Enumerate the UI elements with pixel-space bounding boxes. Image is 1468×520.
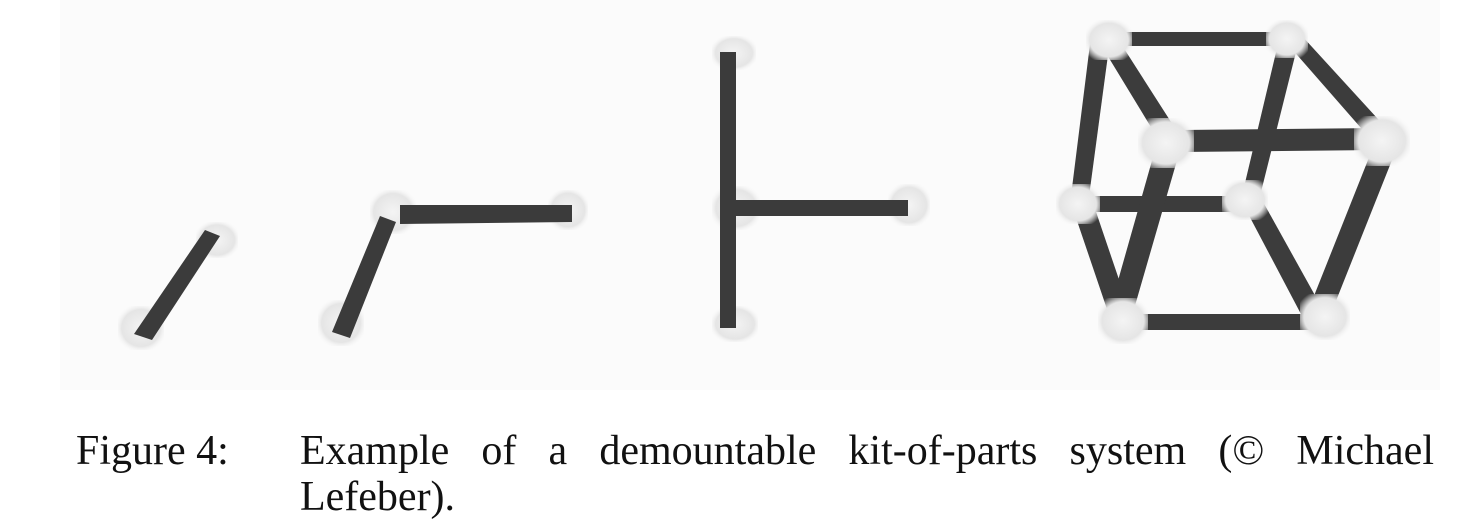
panel-t-joint	[712, 36, 930, 342]
panel-single-beam	[118, 222, 238, 350]
beam	[1108, 32, 1298, 46]
node-connector	[1300, 294, 1350, 340]
beam	[1284, 36, 1388, 136]
panel-cube-frame	[1056, 20, 1410, 344]
beam	[332, 216, 396, 338]
beam	[1070, 40, 1110, 204]
figure-caption-text: Example of a demountable kit-of-parts sy…	[300, 428, 1434, 520]
node-connector	[1222, 180, 1268, 220]
beam	[1098, 36, 1180, 142]
beam	[1108, 150, 1180, 316]
kit-of-parts-figure	[118, 20, 1410, 350]
beam	[736, 200, 908, 216]
beam	[1090, 196, 1254, 212]
node-connector	[1266, 20, 1308, 58]
beam	[400, 205, 572, 224]
node-connector	[1138, 118, 1194, 168]
beam	[1180, 128, 1380, 152]
beam	[134, 230, 220, 340]
beam	[720, 52, 736, 328]
node-connector	[1354, 116, 1410, 166]
figure-label: Figure 4:	[76, 428, 229, 474]
panel-l-shape	[318, 190, 588, 346]
beam	[1240, 44, 1298, 204]
beam	[1130, 314, 1320, 330]
beam	[1072, 200, 1130, 318]
beam	[1306, 150, 1396, 316]
node-connector	[1056, 184, 1100, 224]
node-connector	[1086, 20, 1132, 60]
beam	[1244, 200, 1322, 316]
node-connector	[1098, 298, 1148, 344]
